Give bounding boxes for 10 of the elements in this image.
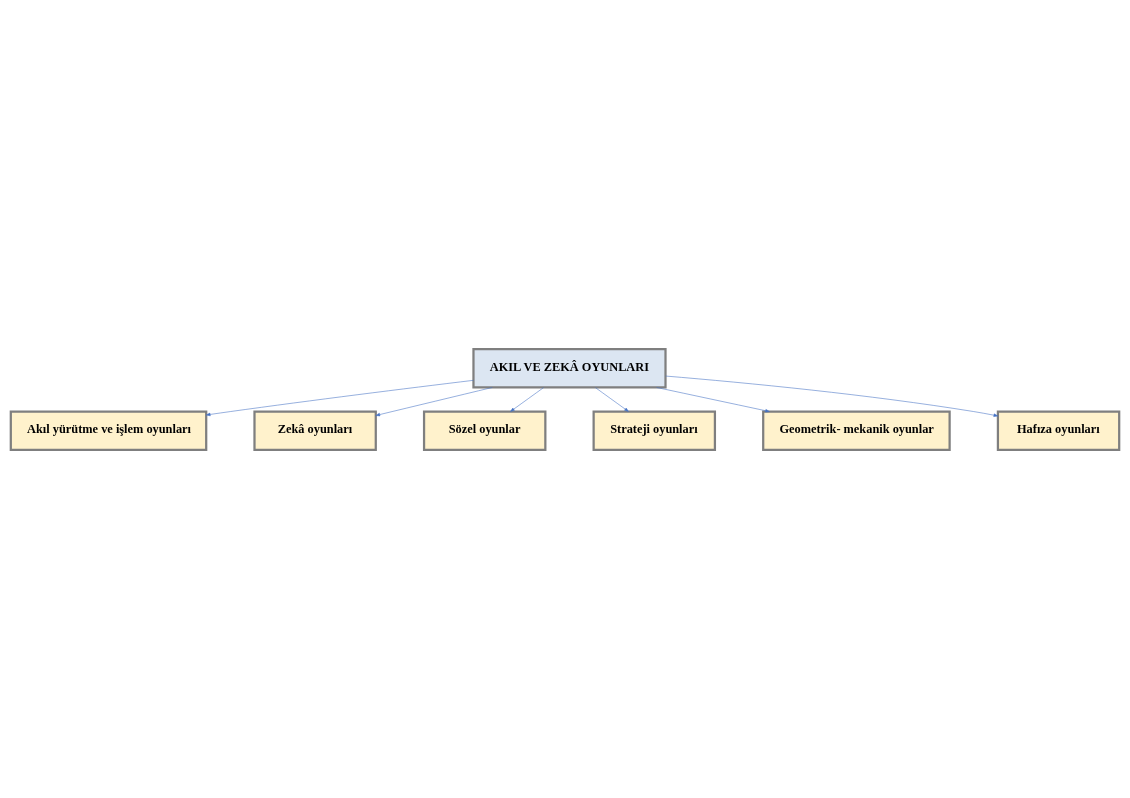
node-box: AKIL VE ZEKÂ OYUNLARI	[472, 347, 667, 389]
node-box: Akıl yürütme ve işlem oyunları	[9, 409, 208, 451]
arrow	[656, 386, 770, 412]
arrow	[510, 386, 544, 412]
arrow	[205, 379, 474, 416]
arrow	[375, 386, 493, 416]
node-box: Hafıza oyunları	[996, 409, 1121, 451]
node-box: Zekâ oyunları	[253, 409, 377, 451]
arrow	[595, 386, 629, 412]
arrow	[665, 375, 999, 417]
